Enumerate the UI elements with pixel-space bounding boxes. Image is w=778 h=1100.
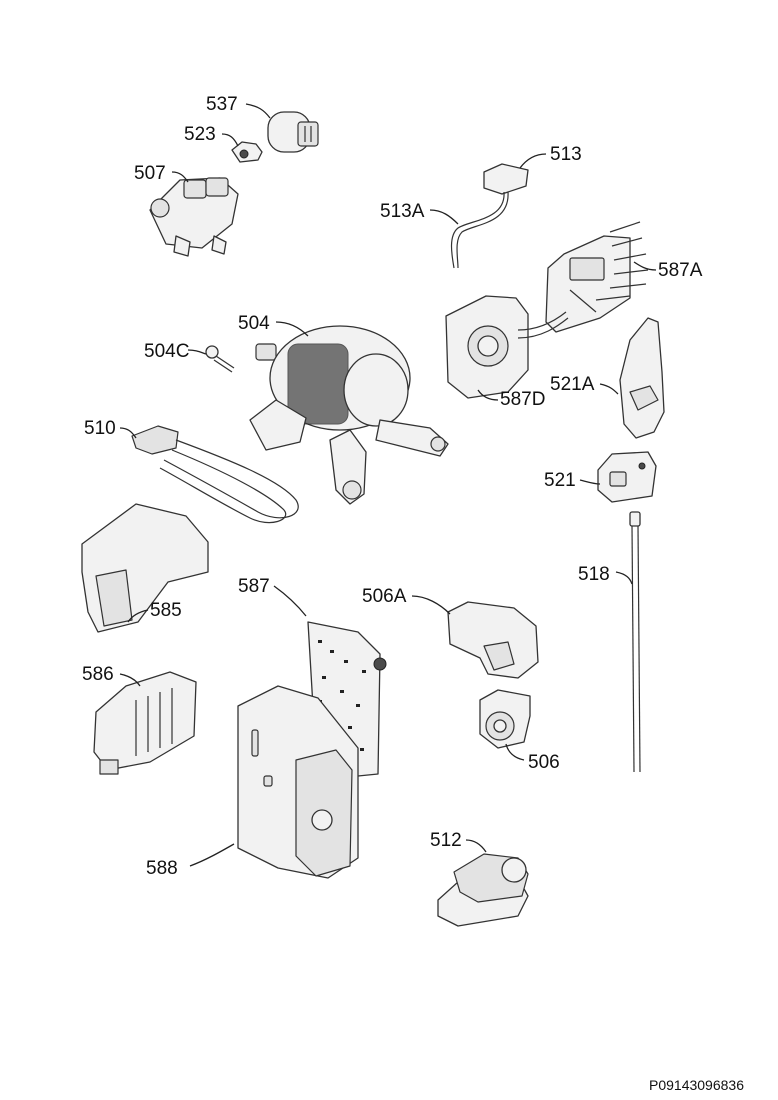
label-587d: 587D (500, 389, 545, 410)
part-510-heating-element (131, 425, 299, 524)
part-537-capacitor (267, 111, 319, 153)
part-587d-module (445, 295, 569, 399)
part-504-motor (249, 325, 449, 505)
label-523: 523 (184, 124, 216, 145)
label-506a: 506A (362, 586, 407, 607)
label-587: 587 (238, 576, 270, 597)
label-521a: 521A (550, 374, 595, 395)
part-523-clamp (231, 141, 263, 163)
label-586: 586 (82, 664, 114, 685)
label-513a: 513A (380, 201, 425, 222)
part-586-filter (93, 671, 197, 775)
part-513-sensor (450, 163, 529, 269)
label-504c: 504C (144, 341, 189, 362)
part-512-pressure-sensor (437, 853, 529, 927)
part-521a-lock-cover (619, 317, 665, 439)
label-537: 537 (206, 94, 238, 115)
label-588: 588 (146, 858, 178, 879)
part-506a-pump-cover (447, 601, 539, 679)
label-521: 521 (544, 470, 576, 491)
part-585-cover (81, 503, 209, 633)
part-506-drain-pump (479, 689, 531, 749)
label-513: 513 (550, 144, 582, 165)
label-504: 504 (238, 313, 270, 334)
label-512: 512 (430, 830, 462, 851)
part-587a-connector-board (545, 221, 649, 333)
part-507-inlet-valve (149, 177, 239, 257)
leader-lines (119, 103, 657, 867)
drawing-code: P09143096836 (649, 1077, 744, 1093)
label-587a: 587A (658, 260, 703, 281)
part-reference-labels: 537 523 507 513 513A 587A 504 504C 587D … (82, 94, 703, 879)
label-507: 507 (134, 163, 166, 184)
part-521-door-lock (597, 451, 657, 503)
label-506: 506 (528, 752, 560, 773)
part-504c-screw (205, 345, 235, 373)
part-518-cable-tie (629, 511, 641, 773)
label-518: 518 (578, 564, 610, 585)
label-585: 585 (150, 600, 182, 621)
part-588-housing (237, 685, 359, 879)
label-510: 510 (84, 418, 116, 439)
